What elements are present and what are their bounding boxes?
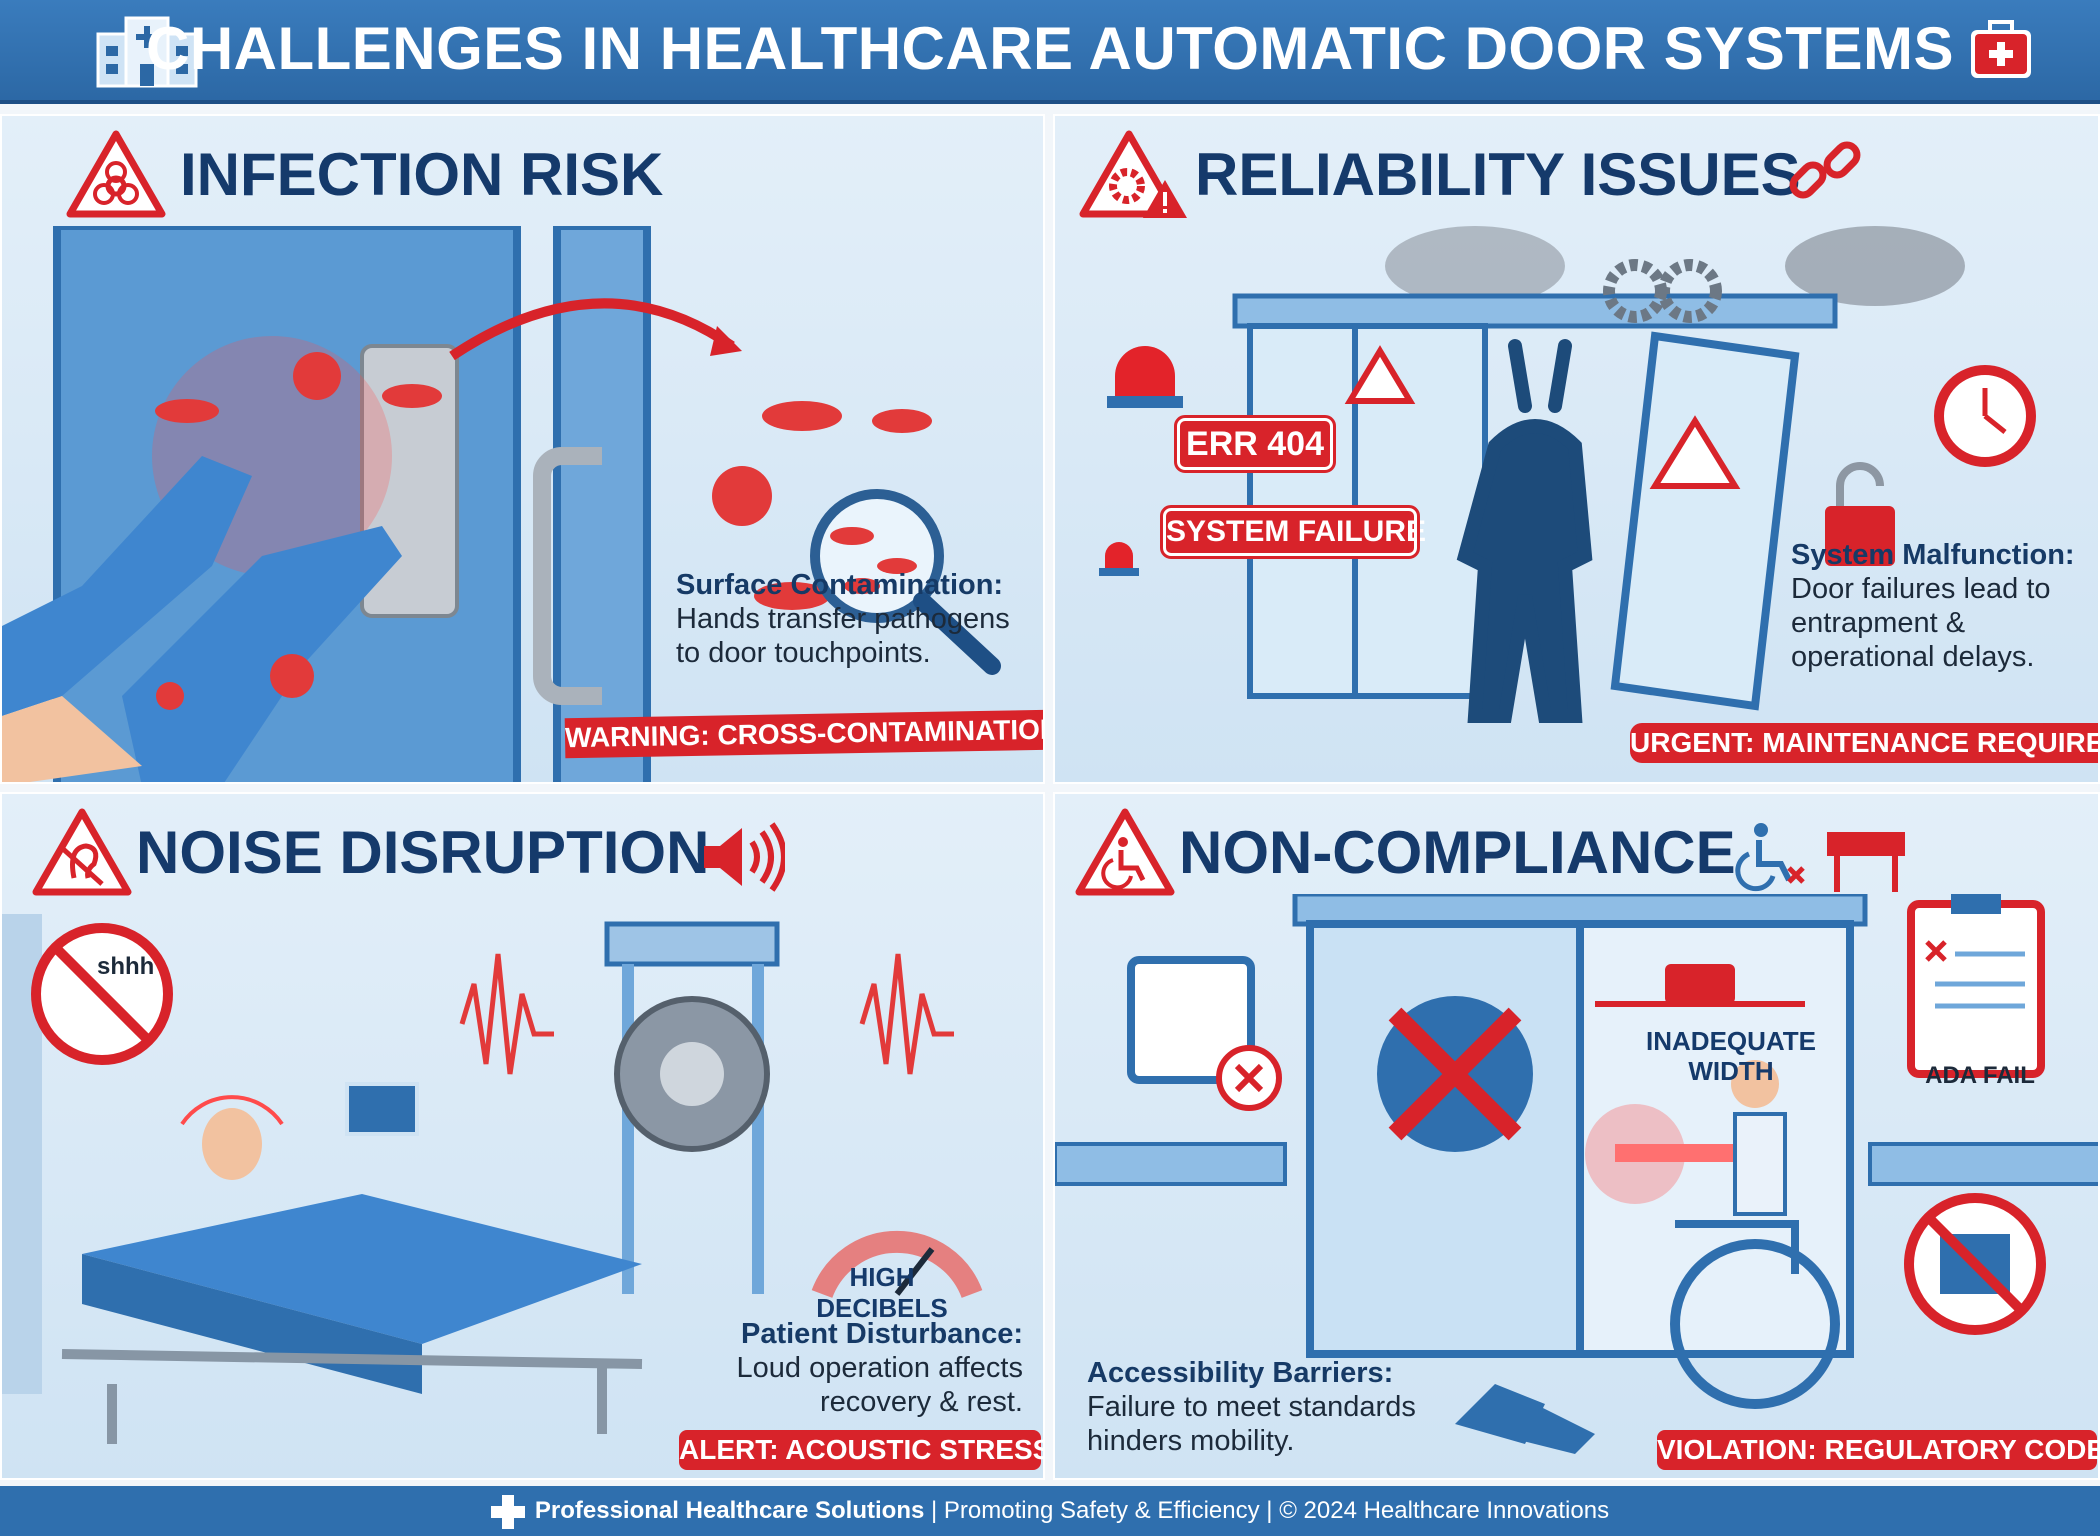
page-title: CHALLENGES IN HEALTHCARE AUTOMATIC DOOR … — [146, 15, 1954, 82]
high-decibels-label: HIGH DECIBELS — [816, 1262, 948, 1323]
panel-noise-disruption: NOISE DISRUPTION shhh HIGH DECIBELS Pati… — [0, 792, 1045, 1480]
system-failure-tag: SYSTEM FAILURE — [1160, 505, 1426, 559]
caption: Surface Contamination:Hands transfer pat… — [676, 568, 1036, 670]
caption-text: Door failures lead to entrapment & opera… — [1791, 573, 2051, 673]
narrow-door-illustration — [1055, 894, 2098, 1454]
gear-warning-icon — [1079, 130, 1187, 218]
caption: Patient Disturbance:Loud operation affec… — [642, 1317, 1023, 1419]
wheelchair-warning-icon — [1075, 808, 1175, 896]
caption-title: Patient Disturbance: — [741, 1318, 1023, 1350]
caption: Accessibility Barriers:Failure to meet s… — [1087, 1356, 1447, 1458]
no-hearing-warning-icon — [32, 808, 132, 896]
hospital-room-illustration: shhh — [2, 914, 983, 1444]
inadequate-width-label: INADEQUATE WIDTH — [1646, 1026, 1816, 1086]
urgent-banner: URGENT: MAINTENANCE REQUIRED — [1630, 723, 2098, 763]
ada-fail-label: ADA FAIL — [1925, 1062, 2035, 1089]
panel-non-compliance: NON-COMPLIANCE INADEQUATE WIDTH ADA FAIL… — [1053, 792, 2100, 1480]
caption-text: Failure to meet standards hinders mobili… — [1087, 1391, 1416, 1457]
footer-brand: Professional Healthcare Solutions — [534, 1497, 925, 1524]
caption-text: Loud operation affects recovery & rest. — [736, 1352, 1023, 1418]
caption-text: Hands transfer pathogens to door touchpo… — [676, 603, 1010, 669]
first-aid-kit-icon — [1971, 20, 2031, 78]
error-code-tag: ERR 404 — [1174, 415, 1336, 473]
header: CHALLENGES IN HEALTHCARE AUTOMATIC DOOR … — [0, 0, 2100, 104]
panel-title: NOISE DISRUPTION — [136, 819, 710, 886]
panel-title: NON-COMPLIANCE — [1179, 819, 1736, 886]
wheelchair-barrier-icon — [1735, 823, 1905, 892]
shh-sign-text: shhh — [97, 953, 154, 980]
hospital-building-icon — [96, 16, 198, 88]
panel-reliability-issues: RELIABILITY ISSUES ERR 404 SYSTEM FAILUR… — [1053, 114, 2100, 784]
caption-title: Surface Contamination: — [676, 569, 1004, 601]
biohazard-warning-icon — [66, 130, 166, 218]
panel-title: INFECTION RISK — [180, 141, 664, 208]
caption: System Malfunction:Door failures lead to… — [1791, 538, 2098, 674]
malfunctioning-door-illustration — [1099, 226, 2036, 723]
door-contamination-illustration — [2, 226, 1001, 782]
footer-copyright: © 2024 Healthcare Innovations — [1279, 1497, 1610, 1524]
broken-link-icon — [1789, 141, 1861, 199]
panel-infection-risk: INFECTION RISK Surface Contamination:Han… — [0, 114, 1045, 784]
violation-banner: VIOLATION: REGULATORY CODES — [1657, 1430, 2098, 1470]
speaker-loud-icon — [704, 822, 785, 892]
warning-banner: WARNING: CROSS-CONTAMINATION — [564, 709, 1043, 759]
alert-banner: ALERT: ACOUSTIC STRESS — [679, 1430, 1043, 1470]
caption-title: Accessibility Barriers: — [1087, 1357, 1394, 1389]
footer: Professional Healthcare Solutions | Prom… — [0, 1486, 2100, 1536]
medical-cross-icon — [490, 1494, 525, 1529]
panel-title: RELIABILITY ISSUES — [1195, 141, 1801, 208]
caption-title: System Malfunction: — [1791, 539, 2075, 571]
footer-tagline: Promoting Safety & Efficiency — [943, 1497, 1260, 1524]
